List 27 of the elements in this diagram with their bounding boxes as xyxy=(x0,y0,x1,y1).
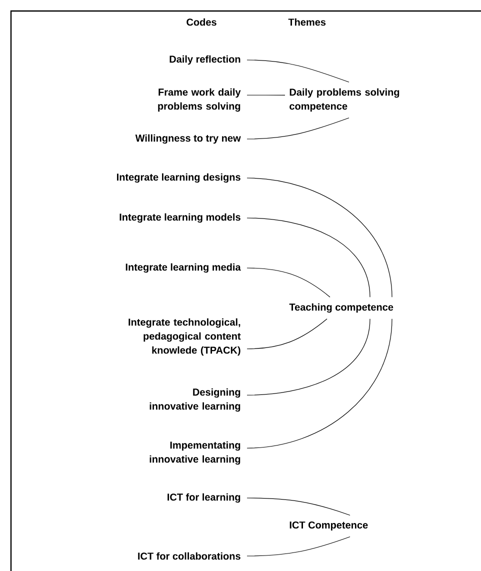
column-heading: Themes xyxy=(288,18,326,26)
connector-line xyxy=(246,94,286,96)
code-text: Frame work daily problems solving xyxy=(158,88,241,112)
connector-line xyxy=(246,118,350,140)
code-text: Integrate learning models xyxy=(120,213,240,223)
connector-line xyxy=(246,268,330,298)
connector-line xyxy=(246,318,392,448)
code-text: Daily reflection xyxy=(170,55,240,65)
code-text: Integrate technological, pedagogical content knowlede (TPACK) xyxy=(128,318,241,356)
connector-line xyxy=(246,178,392,298)
connector-line xyxy=(246,318,370,396)
connector-line xyxy=(246,536,350,556)
column-heading: Codes xyxy=(186,18,216,26)
connector-line xyxy=(246,60,350,82)
connector-line xyxy=(246,218,370,298)
code-text: Integrate learning designs xyxy=(117,173,240,183)
connector-line xyxy=(246,318,328,350)
theme-text: ICT Competence xyxy=(290,521,368,531)
theme-text: Daily problems solving competence xyxy=(290,88,400,112)
code-text: ICT for collaborations xyxy=(138,552,240,560)
code-text: Willingness to try new xyxy=(135,134,241,144)
code-text: Impementating innovative learning xyxy=(150,441,240,465)
code-text: Designing innovative learning xyxy=(150,388,240,412)
theme-text: Teaching competence xyxy=(289,303,394,313)
code-text: ICT for learning xyxy=(168,493,240,503)
connector-line xyxy=(246,498,350,516)
code-text: Integrate learning media xyxy=(126,263,241,273)
